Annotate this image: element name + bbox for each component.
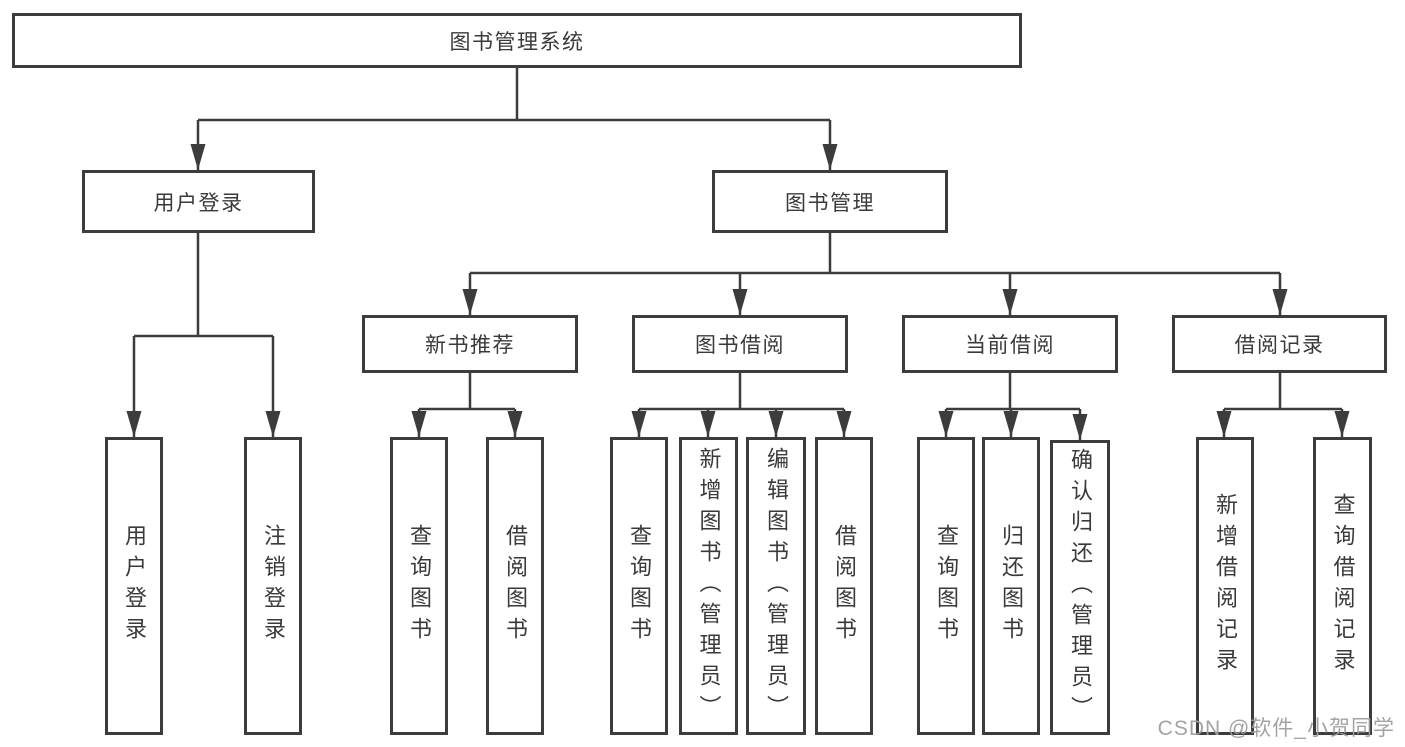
leaf-add-borrow-record: 新增借阅记录	[1196, 437, 1254, 735]
node-label: 新增图书（管理员）	[696, 446, 722, 726]
leaf-borrow-books: 借阅图书	[815, 437, 873, 735]
node-label: 查询图书	[934, 524, 959, 648]
node-label: 用户登录	[122, 524, 147, 648]
leaf-borrow-books-recommend: 借阅图书	[486, 437, 544, 735]
node-root-library-system: 图书管理系统	[12, 13, 1022, 68]
leaf-query-books-current: 查询图书	[917, 437, 975, 735]
connector-root-split	[196, 68, 832, 170]
node-label: 图书管理	[785, 191, 875, 215]
node-label: 编辑图书（管理员）	[764, 446, 789, 726]
connector-records-split	[1222, 373, 1344, 437]
node-label: 注销登录	[261, 524, 286, 648]
node-label: 用户登录	[153, 191, 244, 215]
leaf-user-login: 用户登录	[105, 437, 163, 735]
node-label: 当前借阅	[965, 334, 1055, 357]
node-user-login: 用户登录	[82, 170, 315, 233]
leaf-query-books-recommend: 查询图书	[390, 437, 448, 735]
csdn-watermark: CSDN @软件_小贺同学	[1157, 717, 1395, 740]
node-label: 新增借阅记录	[1213, 493, 1238, 679]
node-label: 查询借阅记录	[1330, 493, 1356, 679]
node-label: 确认归还（管理员）	[1068, 448, 1093, 727]
leaf-edit-books-admin: 编辑图书（管理员）	[746, 437, 806, 735]
leaf-query-books-borrow: 查询图书	[610, 437, 668, 735]
node-book-borrowing: 图书借阅	[632, 315, 848, 373]
node-label: 查询图书	[407, 524, 432, 648]
node-label: 借阅图书	[832, 524, 857, 648]
node-label: 借阅图书	[503, 524, 528, 648]
node-label: 借阅记录	[1234, 334, 1325, 357]
node-new-book-recommendation: 新书推荐	[362, 315, 578, 373]
leaf-return-books: 归还图书	[982, 437, 1040, 735]
connector-new-book-split	[417, 373, 517, 437]
node-book-management: 图书管理	[712, 170, 948, 233]
node-label: 新书推荐	[425, 334, 515, 357]
connector-user-login-split	[132, 233, 275, 437]
connector-book-mgmt-split	[468, 233, 1282, 315]
node-borrowing-records: 借阅记录	[1172, 315, 1387, 373]
node-label: 图书管理系统	[449, 30, 585, 54]
leaf-add-books-admin: 新增图书（管理员）	[679, 437, 738, 735]
arrowheads	[126, 144, 1350, 440]
node-current-borrowing: 当前借阅	[902, 315, 1118, 373]
connector-borrow-split	[637, 373, 846, 437]
node-label: 归还图书	[999, 524, 1024, 648]
leaf-query-borrow-record: 查询借阅记录	[1313, 437, 1372, 735]
leaf-confirm-return-admin: 确认归还（管理员）	[1050, 440, 1110, 735]
node-label: 查询图书	[627, 524, 652, 648]
leaf-logout: 注销登录	[244, 437, 302, 735]
node-label: 图书借阅	[695, 334, 785, 357]
